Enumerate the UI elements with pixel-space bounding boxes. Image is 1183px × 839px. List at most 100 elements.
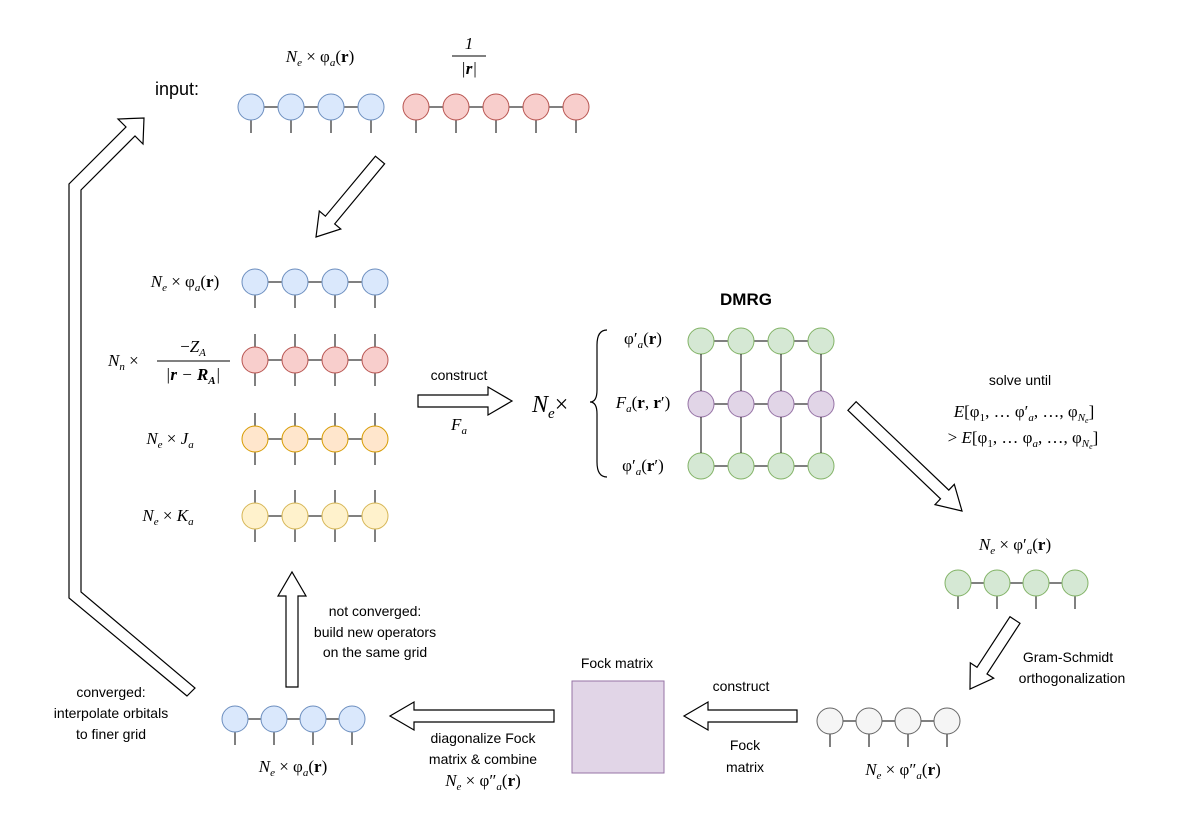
operators-coulomb-mps [241,413,389,465]
tensor-node [321,502,349,530]
dmrg-title: DMRG [720,290,772,309]
tensor-node [321,346,349,374]
input-phi-label: Ne × φa(r) [285,47,355,69]
tensor-node [281,268,309,296]
gram-schmidt-line2: orthogonalization [1019,670,1126,686]
solve-condition-line2: > E[φ1, … φa, …, φNe] [948,428,1099,451]
dmrg-bottom-mps [687,452,835,480]
fock-construct-top: construct [713,678,770,694]
operators-exchange-label: Ne × Ka [141,506,194,528]
tensor-node [1061,569,1089,597]
tensor-node [727,390,755,418]
coulomb-numerator: 1 [465,34,474,53]
tensor-node [983,569,1011,597]
tensor-node [338,705,366,733]
result-label: Ne × φa(r) [258,757,328,779]
tensor-node [237,93,265,121]
construct-fa-label: construct [431,367,488,383]
solve-condition-line1: E[φ1, … φ′a, …, φNe] [953,402,1095,425]
operators-orbital-mps [241,268,389,308]
nuclear-denominator: |r − RA| [166,365,221,387]
diagonalize-line1: diagonalize Fock [430,730,536,746]
input-coulomb-fraction: 1 |r| [452,34,486,78]
tensor-node [281,425,309,453]
tensor-node [807,452,835,480]
input-orbital-mps [237,93,385,133]
tensor-node [361,425,389,453]
fock-matrix-section: Fock matrix [571,655,665,774]
tensor-node [807,390,835,418]
solve-label: solve until [989,372,1051,388]
dmrg-bottom-label: φ′a(r′) [622,456,664,478]
tensor-node [321,425,349,453]
updated-orbital-mps [944,569,1089,609]
tensor-node [241,268,269,296]
operators-orbitals-label: Ne × φa(r) [150,272,220,294]
dmrg-middle-mpo [687,390,835,418]
construct-fa-sub: Fa [450,415,467,437]
tensor-node [894,707,922,735]
dmrg-brace [589,329,608,478]
fock-matrix-title: Fock matrix [581,655,653,671]
gram-schmidt-arrow [969,615,1021,690]
fock-construct-section: construct Fock matrix [713,678,770,775]
input-to-operators-arrow [315,155,386,238]
operators-exchange-mps [241,490,389,542]
converged-line2: interpolate orbitals [54,705,168,721]
dmrg-top-mps [687,327,835,355]
converged-section: converged: interpolate orbitals to finer… [54,684,168,742]
tensor-node [727,452,755,480]
tensor-node [361,346,389,374]
tensor-node [687,390,715,418]
tensor-node [361,268,389,296]
operators-section: Ne × φa(r) Nn × −ZA |r − RA| Ne × Ja Ne … [107,268,389,542]
construct-fa-section: construct Fa [431,367,488,437]
input-label: input: [155,79,199,99]
tensor-node [281,346,309,374]
tensor-node [317,93,345,121]
not-converged-arrow [276,570,308,688]
tensor-node [767,327,795,355]
gram-schmidt-section: Gram-Schmidt orthogonalization [1019,649,1126,686]
solve-section: solve until E[φ1, … φ′a, …, φNe] > E[φ1,… [948,372,1099,451]
tensor-node [361,502,389,530]
not-converged-line1: not converged: [329,603,422,619]
tensor-node [767,390,795,418]
fock-construct-bottom1: Fock [730,737,761,753]
tensor-node [281,502,309,530]
converged-line3: to finer grid [76,726,146,742]
operators-nuclear-mps [241,334,389,386]
orthogonal-orbital-mps [816,707,961,747]
tensor-node [221,705,249,733]
tensor-node [855,707,883,735]
coulomb-denominator: |r| [461,59,477,78]
tensor-node [687,327,715,355]
gram-schmidt-line1: Gram-Schmidt [1023,649,1113,665]
tensor-node [260,705,288,733]
result-orbitals-section: Ne × φa(r) [221,705,366,779]
operators-nuclear-label: Nn × −ZA |r − RA| [107,337,230,387]
dmrg-to-solution-arrow [847,400,963,512]
diagonalize-section: diagonalize Fock matrix & combine Ne × φ… [429,730,537,793]
tensor-node [807,327,835,355]
diagonalize-arrow [388,700,555,732]
updated-label: Ne × φ′a(r) [978,535,1051,557]
tensor-node [442,93,470,121]
tensor-node [482,93,510,121]
fock-construct-arrow [682,700,798,732]
updated-orbitals-section: Ne × φ′a(r) [944,535,1089,609]
construct-arrow [417,385,514,417]
tensor-node [402,93,430,121]
orthogonal-label: Ne × φ″a(r) [864,760,941,782]
tensor-node [1022,569,1050,597]
tensor-node [687,452,715,480]
tensor-node [767,452,795,480]
tensor-node [816,707,844,735]
not-converged-section: not converged: build new operators on th… [314,603,436,660]
nuclear-numerator: −ZA [180,337,206,359]
fock-matrix-box [571,680,665,774]
input-section: input: Ne × φa(r) 1 |r| [155,34,590,133]
dmrg-section: DMRG Ne× φ′a(r) Fa(r, r′) φ′a(r′) [531,290,835,480]
result-orbital-mps [221,705,366,745]
